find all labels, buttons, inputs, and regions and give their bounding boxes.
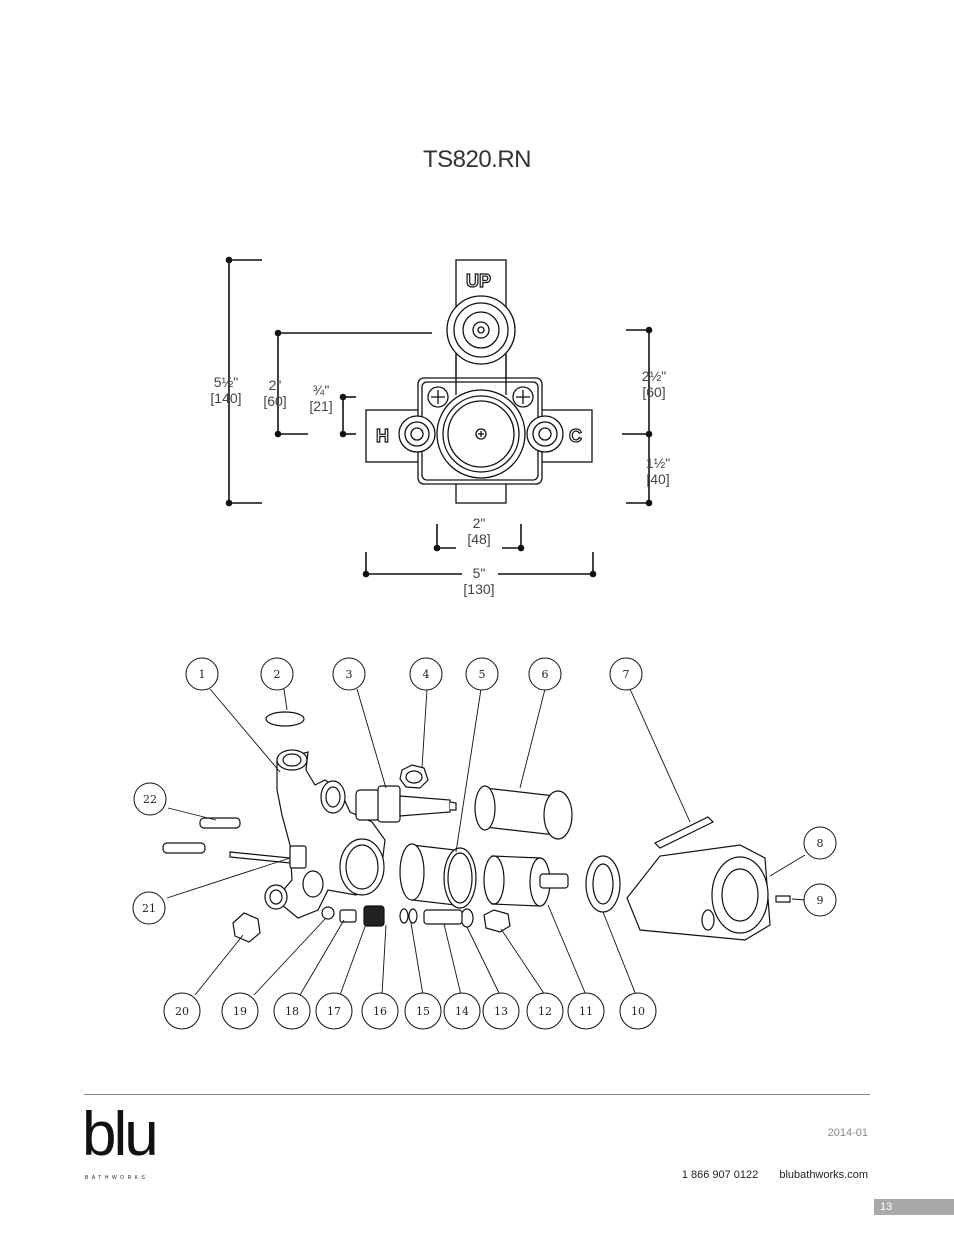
callout-11: 11 [567, 992, 605, 1030]
svg-text:8: 8 [817, 837, 824, 850]
svg-text:2: 2 [274, 668, 281, 681]
svg-text:13: 13 [494, 1005, 508, 1018]
dim-center-offset-in: ¾" [313, 382, 330, 398]
hot-port-label: H [376, 426, 389, 446]
callout-18: 18 [273, 992, 311, 1030]
dim-up-center-mm: [60] [263, 393, 286, 409]
brand-logo: blu [82, 1100, 159, 1169]
svg-text:22: 22 [143, 793, 157, 806]
dim-overall-height-in: 5½" [214, 374, 238, 390]
svg-text:6: 6 [542, 668, 549, 681]
svg-text:3: 3 [346, 668, 353, 681]
brand-subtitle: BATHWORKS [85, 1175, 149, 1181]
callout-16: 16 [361, 992, 399, 1030]
dimension-labels: 5½" [140] 2" [60] ¾" [21] 2½" [60] 1½" [… [210, 368, 670, 597]
footer-divider [84, 1094, 870, 1095]
part-callouts: 1 2 3 4 5 6 7 8 9 10 11 12 13 14 15 16 1… [132, 657, 837, 1030]
callout-19: 19 [221, 992, 259, 1030]
cold-port-label: C [569, 426, 582, 446]
callout-2: 2 [260, 657, 294, 691]
callout-21: 21 [132, 891, 166, 925]
callout-1: 1 [185, 657, 219, 691]
page-title: TS820.RN [422, 146, 532, 173]
svg-text:12: 12 [538, 1005, 552, 1018]
dim-right-top-in: 2½" [642, 368, 666, 384]
callout-9: 9 [803, 883, 837, 917]
callout-12: 12 [526, 992, 564, 1030]
callout-leaders [166, 688, 807, 996]
svg-text:20: 20 [175, 1005, 189, 1018]
svg-text:15: 15 [416, 1005, 430, 1018]
svg-text:4: 4 [423, 668, 430, 681]
callout-7: 7 [609, 657, 643, 691]
svg-text:21: 21 [142, 902, 156, 915]
callout-3: 3 [332, 657, 366, 691]
svg-text:10: 10 [631, 1005, 645, 1018]
document-date: 2014-01 [827, 1127, 868, 1139]
callout-17: 17 [315, 992, 353, 1030]
callout-6: 6 [528, 657, 562, 691]
contact-info: 1 866 907 0122 blubathworks.com [664, 1169, 868, 1181]
dim-overall-height-mm: [140] [210, 390, 241, 406]
exploded-view [162, 711, 791, 943]
dim-inner-width-mm: [48] [467, 531, 490, 547]
svg-text:9: 9 [817, 894, 824, 907]
dim-inner-width-in: 2" [473, 515, 486, 531]
callout-8: 8 [803, 826, 837, 860]
callout-4: 4 [409, 657, 443, 691]
callout-10: 10 [619, 992, 657, 1030]
callout-14: 14 [443, 992, 481, 1030]
callout-15: 15 [404, 992, 442, 1030]
callout-5: 5 [465, 657, 499, 691]
website-link[interactable]: blubathworks.com [779, 1169, 868, 1181]
dim-right-bottom-in: 1½" [646, 455, 670, 471]
dimension-lines [225, 256, 653, 578]
svg-text:14: 14 [455, 1005, 469, 1018]
phone-number: 1 866 907 0122 [681, 1169, 759, 1181]
dim-right-top-mm: [60] [642, 384, 665, 400]
dim-center-offset-mm: [21] [309, 398, 332, 414]
dim-up-center-in: 2" [269, 377, 282, 393]
callout-22: 22 [133, 782, 167, 816]
svg-text:7: 7 [623, 668, 630, 681]
callout-20: 20 [163, 992, 201, 1030]
svg-text:18: 18 [285, 1005, 299, 1018]
svg-text:5: 5 [479, 668, 486, 681]
dim-overall-width-mm: [130] [463, 581, 494, 597]
dim-overall-width-in: 5" [473, 565, 486, 581]
up-port-label: UP [466, 271, 491, 291]
callout-13: 13 [482, 992, 520, 1030]
svg-text:19: 19 [233, 1005, 247, 1018]
dim-right-bottom-mm: [40] [646, 471, 669, 487]
svg-text:17: 17 [327, 1005, 341, 1018]
page-number: 13 [874, 1199, 954, 1215]
valve-front-view [365, 259, 593, 504]
svg-text:16: 16 [373, 1005, 387, 1018]
svg-text:1: 1 [199, 668, 206, 681]
svg-text:11: 11 [579, 1005, 593, 1018]
